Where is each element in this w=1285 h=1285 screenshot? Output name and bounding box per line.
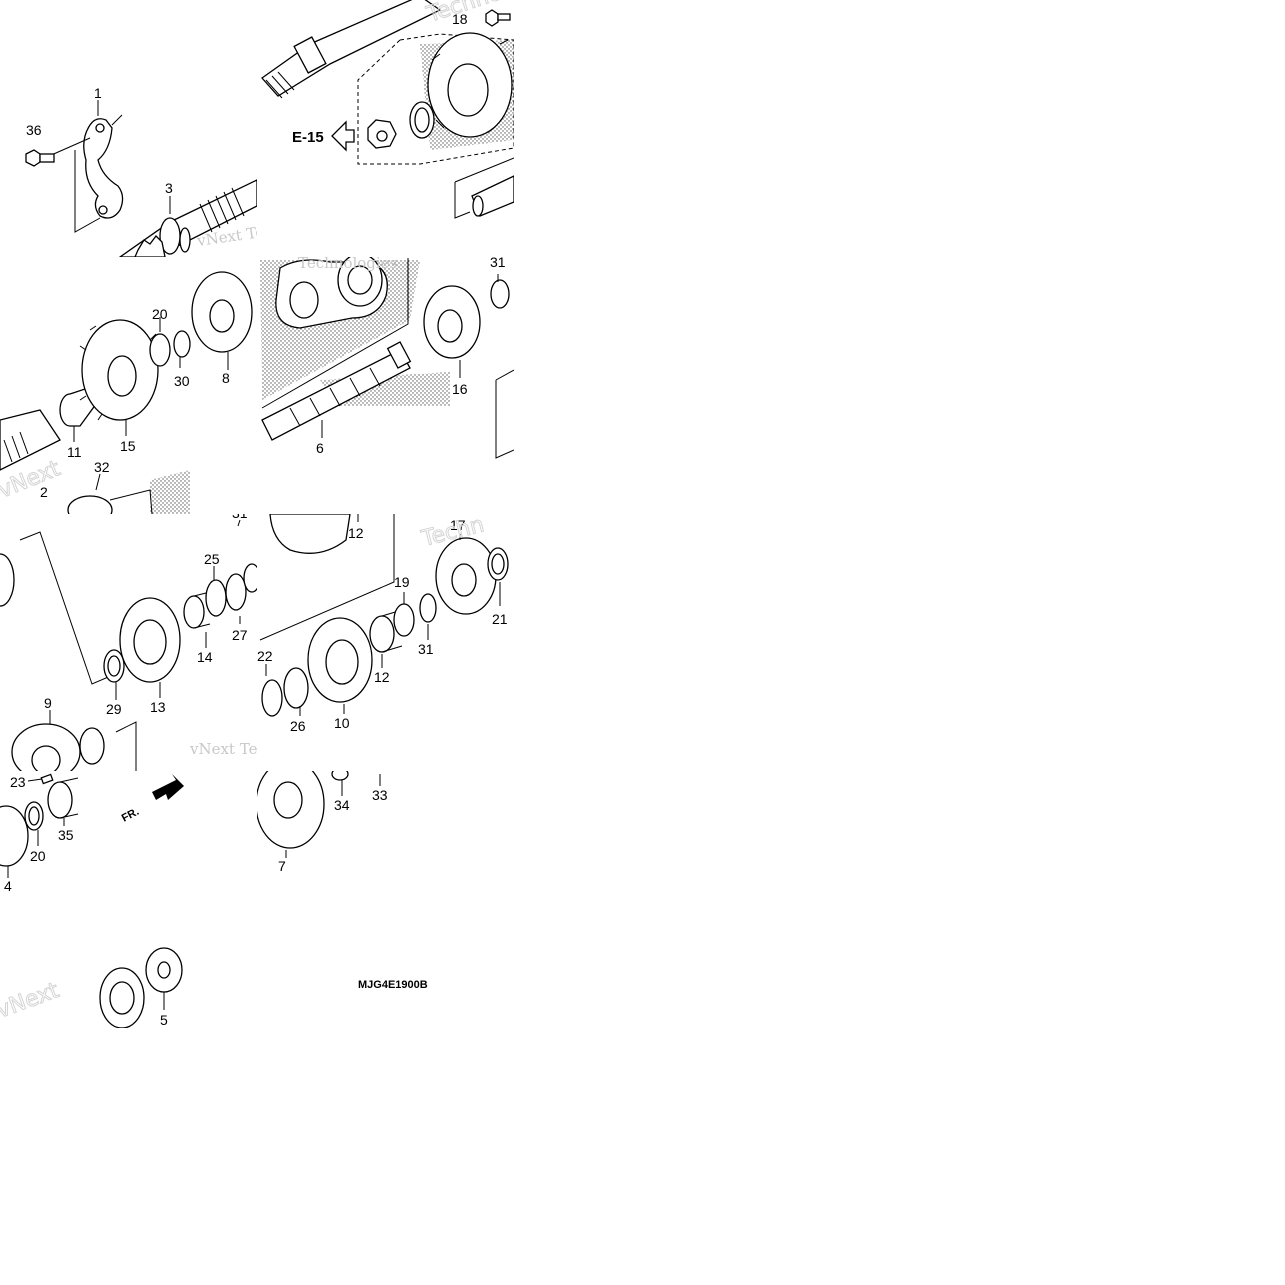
callout-20: 19 bbox=[394, 574, 410, 590]
callout-2: 2 bbox=[40, 484, 48, 500]
tile-bottom-mid: 34 33 7 MJG4E1900B bbox=[257, 771, 428, 991]
callout-9: 9 bbox=[44, 695, 52, 711]
gear-part-17 bbox=[423, 285, 481, 359]
gear-part-15 bbox=[435, 537, 497, 615]
callout-36: 36 bbox=[26, 122, 42, 138]
bolt-part-19 bbox=[485, 9, 511, 27]
circlip-part-31 bbox=[419, 593, 437, 623]
arrow-left-outline-icon bbox=[331, 120, 355, 152]
callout-34: 34 bbox=[334, 797, 350, 813]
ring-part-30 bbox=[173, 330, 191, 358]
callout-31-upper: 31 bbox=[490, 254, 506, 270]
circlip-part-31 bbox=[490, 279, 510, 309]
tile-upper-mid: E-15 18 Technologies bbox=[261, 0, 514, 219]
callout-18: 23 bbox=[10, 774, 26, 790]
spline-washer-part-24 bbox=[261, 679, 283, 717]
bearing-holder-part bbox=[275, 257, 388, 329]
callout-25: 25 bbox=[204, 551, 220, 567]
callout-24: 22 bbox=[257, 648, 273, 664]
spline-washer-part-26 bbox=[283, 667, 309, 709]
callout-33: 33 bbox=[372, 787, 388, 803]
bracket-hole bbox=[95, 123, 105, 133]
tile-lower-left: 25 27 14 13 29 9 20 31 vNext Te bbox=[0, 505, 274, 771]
gear-part-7 bbox=[257, 771, 325, 849]
gear-part-16 bbox=[79, 319, 159, 421]
mainshaft-part bbox=[261, 0, 442, 97]
callout-22: 20 bbox=[30, 848, 46, 864]
bushing-part-12 bbox=[369, 615, 395, 653]
watermark-text: vNext Te bbox=[189, 740, 258, 758]
gear-part-8 bbox=[191, 271, 253, 353]
callout-26: 26 bbox=[290, 718, 306, 734]
reference-label[interactable]: E-15 bbox=[292, 129, 324, 146]
gear-part-9 bbox=[11, 723, 81, 771]
callout-35: 35 bbox=[58, 827, 74, 843]
spline-washer-part-27 bbox=[225, 573, 247, 611]
watermark-text: vNext bbox=[0, 978, 63, 1024]
washer-part-34 bbox=[331, 771, 349, 781]
callout-31: 31 bbox=[418, 641, 434, 657]
callout-19: 18 bbox=[452, 11, 468, 27]
watermark-text: Technologies bbox=[298, 254, 397, 272]
front-direction-marker: FR. bbox=[120, 774, 184, 825]
callout-16: 15 bbox=[120, 438, 136, 454]
tile-middle-mid: 6 16 31 Technologies bbox=[260, 254, 514, 459]
callout-8: 8 bbox=[222, 370, 230, 386]
pin-part-18 bbox=[40, 773, 54, 785]
callout-23: 21 bbox=[492, 611, 508, 627]
gear-part-4 bbox=[0, 805, 29, 867]
callout-15: 17 bbox=[450, 517, 466, 533]
ring-part-21 bbox=[149, 333, 171, 367]
gear-part-10 bbox=[307, 617, 373, 703]
callout-10: 10 bbox=[334, 715, 350, 731]
callout-5: 5 bbox=[160, 1012, 168, 1028]
callout-6: 6 bbox=[316, 440, 324, 456]
callout-31-left: 31 bbox=[232, 505, 248, 521]
callout-11: 11 bbox=[67, 444, 82, 460]
bushing-part-14 bbox=[183, 595, 205, 629]
callout-12-upper: 12 bbox=[348, 525, 364, 541]
tile-lower-mid: 12 17 19 21 31 12 22 26 10 Techn bbox=[257, 514, 509, 734]
callout-4: 4 bbox=[4, 878, 12, 894]
arrow-right-filled-icon bbox=[152, 774, 184, 800]
bolt-part-36 bbox=[25, 149, 55, 167]
callout-17: 16 bbox=[452, 381, 468, 397]
tile-upper-left: 1 36 3 vNext Tec bbox=[25, 85, 257, 257]
callout-30: 30 bbox=[174, 373, 190, 389]
reference-arrow[interactable]: E-15 bbox=[292, 120, 355, 152]
callout-1: 1 bbox=[94, 85, 102, 101]
callout-12: 12 bbox=[374, 669, 390, 685]
driven-gear-part bbox=[420, 32, 514, 150]
callout-20-left: 20 bbox=[258, 579, 274, 595]
nut-part bbox=[367, 119, 397, 149]
callout-32: 32 bbox=[94, 459, 110, 475]
bracket-hole bbox=[98, 205, 108, 215]
spline-washer-part-20 bbox=[393, 603, 415, 637]
gear-part-13 bbox=[119, 597, 181, 683]
needle-bearing-part-35 bbox=[47, 781, 73, 819]
drawing-code: MJG4E1900B bbox=[358, 979, 428, 991]
callout-14: 14 bbox=[197, 649, 213, 665]
callout-21: 20 bbox=[152, 306, 168, 322]
gear-part-2 bbox=[67, 495, 113, 514]
tile-middle-left: 20 30 8 15 11 32 2 vNext bbox=[0, 271, 253, 514]
callout-7: 7 bbox=[278, 858, 286, 874]
callout-29: 29 bbox=[106, 701, 122, 717]
tile-bottom-left: FR. 23 20 35 4 5 vNext bbox=[0, 773, 184, 1028]
callout-3: 3 bbox=[165, 180, 173, 196]
callout-27: 27 bbox=[232, 627, 248, 643]
shift-bracket-part-1 bbox=[83, 118, 124, 219]
spline-washer-part-25 bbox=[205, 579, 227, 617]
front-marker-label: FR. bbox=[120, 806, 141, 825]
callout-13: 13 bbox=[150, 699, 166, 715]
